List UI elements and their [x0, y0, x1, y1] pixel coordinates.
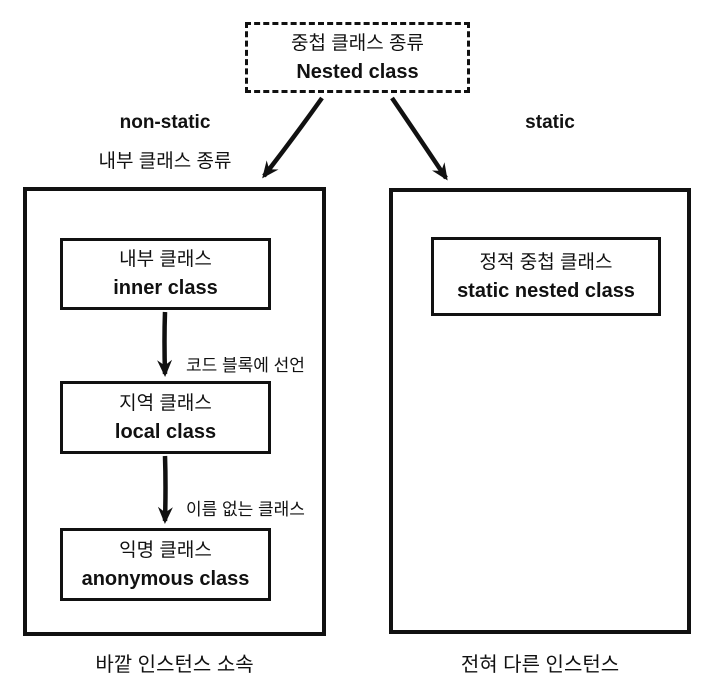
node-inner-class: 내부 클래스 inner class [60, 238, 271, 310]
node-local-class-english: local class [114, 420, 217, 443]
node-anonymous-class-korean: 익명 클래스 [119, 539, 212, 561]
branch-label-non-static: non-static [119, 112, 211, 133]
flow-arrow-inner-to-local-icon [157, 311, 173, 377]
node-inner-class-english: inner class [113, 277, 218, 299]
node-anonymous-class-english: anonymous class [81, 567, 250, 590]
node-anonymous-class: 익명 클래스 anonymous class [60, 528, 271, 601]
node-local-class-korean: 지역 클래스 [119, 392, 212, 414]
caption-totally-different-instance: 전혀 다른 인스턴스 [460, 654, 620, 676]
node-static-nested-class-english: static nested class [457, 279, 635, 302]
branch-arrow-left-icon [262, 96, 324, 179]
root-box-english-label: Nested class [296, 60, 419, 83]
node-local-class: 지역 클래스 local class [60, 381, 271, 454]
caption-outer-instance-membership: 바깥 인스턴스 소속 [95, 654, 254, 676]
root-box-korean-label: 중첩 클래스 종류 [291, 32, 424, 54]
branch-arrow-right-icon [390, 96, 448, 181]
node-static-nested-class: 정적 중첩 클래스 static nested class [431, 237, 661, 316]
branch-sublabel-inner-class-types: 내부 클래스 종류 [98, 151, 232, 172]
node-inner-class-korean: 내부 클래스 [119, 249, 212, 270]
arrow-label-nameless-class: 이름 없는 클래스 [186, 500, 305, 519]
branch-label-static: static [525, 112, 575, 133]
arrow-label-declared-in-code-block: 코드 블록에 선언 [186, 356, 305, 375]
group-box-static [389, 188, 691, 634]
node-static-nested-class-korean: 정적 중첩 클래스 [479, 251, 613, 273]
flow-arrow-local-to-anonymous-icon [157, 455, 173, 524]
group-box-non-static [23, 187, 326, 636]
root-box-nested-class: 중첩 클래스 종류 Nested class [245, 22, 470, 93]
